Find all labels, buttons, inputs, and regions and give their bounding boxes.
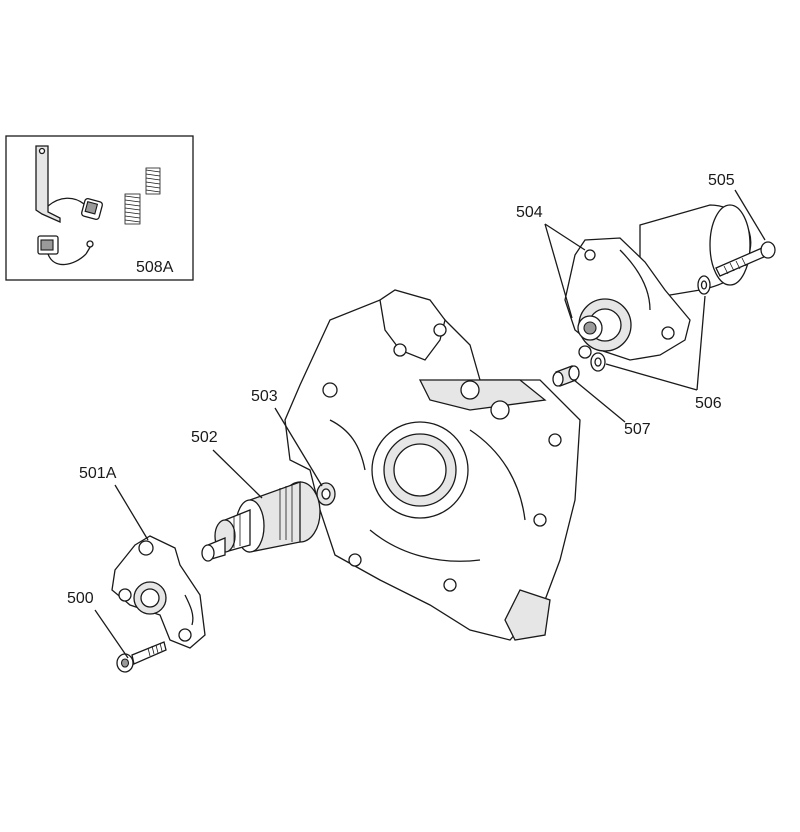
crankcase <box>284 289 581 641</box>
inset-508a <box>5 135 194 281</box>
label-504: 504 <box>516 204 543 221</box>
starter-motor-504 <box>564 204 752 361</box>
label-501a: 501A <box>79 465 117 482</box>
starter-drive-502 <box>201 481 321 562</box>
label-505: 505 <box>708 172 735 189</box>
label-506: 506 <box>695 395 722 412</box>
bolt-500 <box>116 641 167 673</box>
label-508a: 508A <box>136 259 174 276</box>
label-502: 502 <box>191 429 218 446</box>
bushing-503 <box>316 482 336 506</box>
cover-501a <box>111 535 206 649</box>
leader-lines <box>94 189 766 659</box>
washers-506 <box>590 275 711 372</box>
bolt-505 <box>715 241 776 277</box>
label-503: 503 <box>251 388 278 405</box>
label-507: 507 <box>624 421 651 438</box>
screw-507 <box>552 365 580 387</box>
label-500: 500 <box>67 590 94 607</box>
